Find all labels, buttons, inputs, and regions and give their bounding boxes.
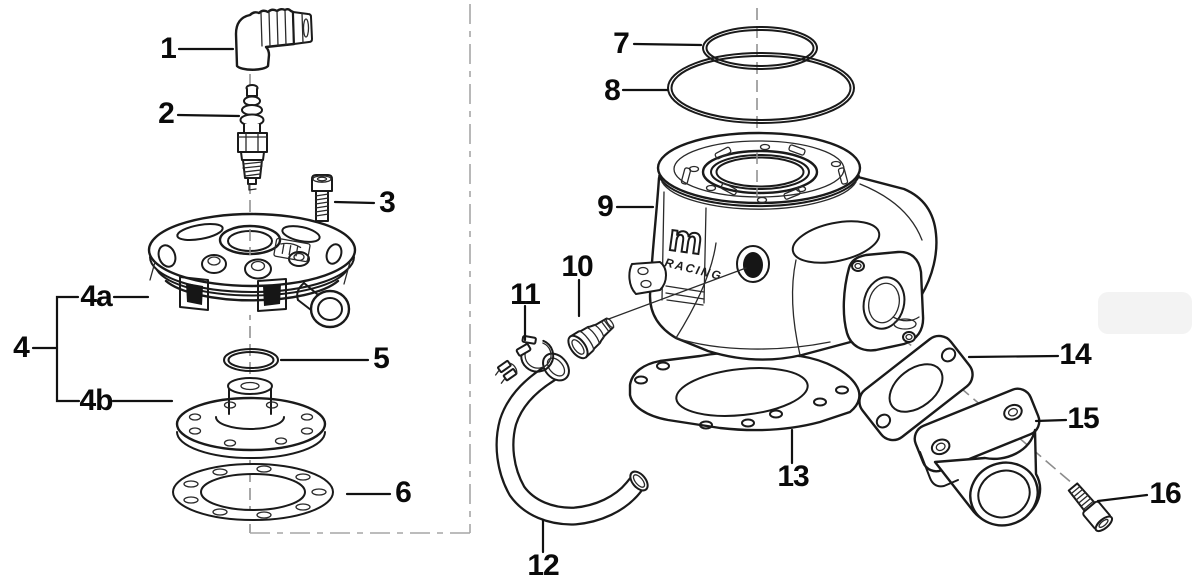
- exhaust-gasket-drawing: [858, 334, 974, 442]
- callout-6: 6: [395, 476, 412, 509]
- exhaust-flange-drawing: [913, 387, 1042, 527]
- brand-logo-mark: m: [666, 217, 705, 263]
- callout-1: 1: [160, 32, 177, 65]
- top-oring-large-drawing: [667, 52, 855, 124]
- fitting-pointer-line: [605, 267, 747, 321]
- spark-plug-cap-drawing: [234, 8, 313, 71]
- leader-14: [967, 354, 1060, 359]
- callout-13: 13: [777, 460, 809, 493]
- head-oring-drawing: [223, 348, 279, 372]
- head-logo-emboss: [273, 237, 311, 263]
- spark-plug-drawing: [237, 84, 268, 191]
- cylinder-drawing: m RACING: [628, 131, 938, 361]
- top-oring-small-drawing: [702, 26, 818, 70]
- callout-4a: 4a: [80, 280, 112, 313]
- callout-5: 5: [373, 342, 390, 375]
- leader-3: [333, 200, 376, 205]
- leader-15: [1034, 418, 1068, 423]
- callout-2: 2: [158, 97, 175, 130]
- head-insert-drawing: [175, 377, 327, 460]
- callout-10: 10: [561, 250, 593, 283]
- head-gasket-drawing: [172, 463, 334, 521]
- callout-4: 4: [13, 331, 30, 364]
- flange-bolt-drawing: [1067, 482, 1114, 533]
- leader-7: [632, 42, 703, 47]
- cylinder-head-cover-drawing: [147, 212, 357, 329]
- callout-16: 16: [1149, 477, 1181, 510]
- leader-2: [176, 113, 241, 118]
- callout-11: 11: [510, 278, 541, 311]
- callout-8: 8: [604, 74, 621, 107]
- hose-clamp-2-drawing: [494, 359, 518, 384]
- head-bolt-drawing: [311, 174, 333, 222]
- callout-7: 7: [613, 27, 630, 60]
- callout-15: 15: [1067, 402, 1099, 435]
- watermark-blob: [1098, 292, 1192, 334]
- leader-lines: [31, 42, 1149, 554]
- leader-16: [1096, 493, 1149, 503]
- base-gasket-drawing: [628, 350, 861, 432]
- leader-4-bracket: [55, 295, 81, 403]
- callout-12: 12: [527, 549, 559, 582]
- callout-4b: 4b: [79, 384, 113, 417]
- coolant-hose-drawing: [495, 352, 649, 526]
- hose-clamp-drawing: [494, 334, 555, 384]
- callout-14: 14: [1059, 338, 1091, 371]
- callout-3: 3: [379, 186, 396, 219]
- fitting-drawing: [567, 317, 615, 360]
- callout-9: 9: [597, 190, 614, 223]
